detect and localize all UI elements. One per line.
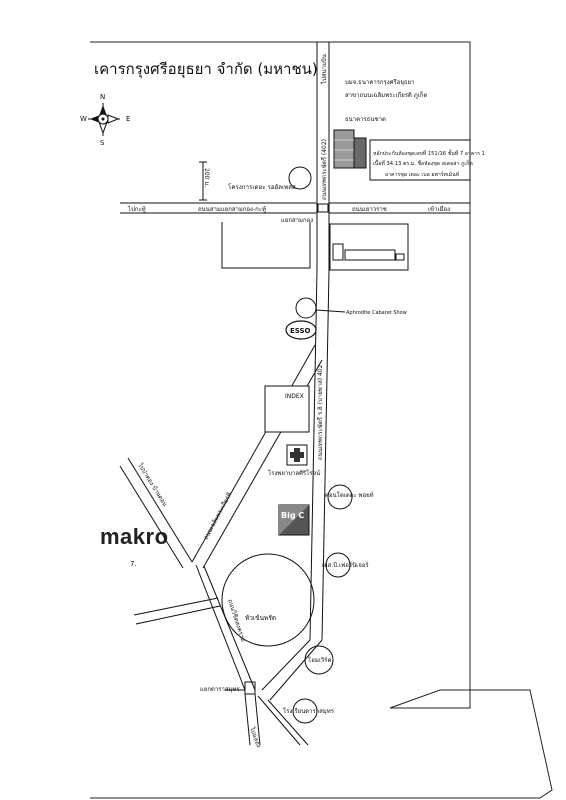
road-south-east [225, 689, 309, 746]
scale-label: 200 ม. [203, 168, 210, 187]
school-label: โรงเรียนดาราสมุทร [283, 707, 335, 715]
samkong-kathu-road [120, 202, 470, 214]
compass-w: W [80, 115, 87, 123]
esso-logo-icon [285, 320, 317, 340]
samkong-kathu-road-label: ถนนสามแยกสามกอง-กะทู้ [198, 206, 266, 213]
compass-icon [88, 103, 120, 136]
aphrodite-marker [295, 297, 317, 319]
highway-402-north-label: ถนนเทพกระษัตรี (402) [320, 139, 328, 200]
samkong-junction-label: แยกสามกอง [281, 217, 313, 224]
trade-project: โครงการเดอะ รอยัลเพลส [228, 183, 296, 191]
traffic-light-icon [317, 203, 329, 213]
highway-402 [261, 42, 330, 701]
kasikorn-bank: ธนาคารธนชาต [345, 116, 386, 123]
property-line1: หลักประกันห้องชุดเลขที่ 151/16 ชั้นที่ 7… [373, 149, 485, 157]
property-line3: อาคารชุด เดอะ เบล อพาร์ทเม้นท์ [385, 171, 460, 178]
school-marker [292, 698, 318, 724]
aes-furniture-marker [325, 552, 351, 578]
condo-pop-label: คอนโดเดอะ พอยท์ [325, 491, 374, 499]
aphrodite-label: Aphrodite Cabaret Show [346, 310, 407, 316]
chalermprakiat-road-label: ถนนเฉลิมพระเกียรติ [202, 491, 234, 541]
bank-building-icon [333, 129, 367, 169]
to-town-label: เข้าเมือง [428, 205, 450, 213]
home-pro-label: โฮมเวิร์ค [308, 656, 332, 664]
hospital-cross-icon [286, 444, 308, 466]
side-road-west [133, 597, 221, 625]
big-c-logo-icon [278, 504, 310, 536]
branch-line1: บมจ.ธนาคารกรุงศรีอยุธยา [345, 78, 414, 86]
home-pro-marker [304, 645, 334, 675]
royal-place-marker [288, 166, 312, 190]
compass-s: S [100, 139, 105, 147]
map-border [90, 41, 553, 799]
esso-label: ESSO [290, 327, 311, 335]
to-patong-road [119, 457, 193, 569]
property-box [369, 139, 471, 181]
number-7: 7. [130, 560, 137, 568]
property-line2: เนื้อที่ 34.13 ตร.ม. ชื่อห้องชุด สเตลล่า… [373, 159, 473, 167]
index-building [264, 385, 310, 433]
highway-402-south-label: ถนนเทพกระษัตรี ร.8 (บายพาส) 402 [316, 364, 324, 460]
compass-n: N [100, 93, 105, 101]
makro-logo: makro [100, 524, 169, 549]
index-label: INDEX [285, 393, 304, 400]
wichit-songkhram-label: ถนนวิชิตสงคราม [226, 598, 246, 642]
hospital-label: โรงพยาบาลศิริโรจน์ [268, 469, 320, 477]
scale-bar [199, 161, 207, 201]
compass-e: E [126, 115, 130, 123]
to-kathu-label: ไปกะทู้ [127, 205, 146, 213]
lake-label: หัวเข้นพรัด [245, 614, 276, 622]
samkong-block [221, 222, 311, 269]
big-c-label: Big C [281, 511, 304, 520]
samkong-market-label: แยกดาราสมุทร [200, 686, 240, 693]
wichit-songkhram-road [195, 564, 261, 746]
condo-pop-marker [327, 484, 353, 510]
page-title: เคารกรุงศรีอยุธยา จำกัด (มหาชน) [94, 60, 318, 78]
lake-area [221, 553, 315, 647]
market-building-icon [332, 243, 405, 261]
yaowarat-road-label: ถนนเยาวราช [352, 206, 387, 213]
to-airport-label: ไปสนามบิน [320, 54, 328, 85]
market-area [329, 223, 409, 271]
aes-furniture-label: เอส.บี.เฟอร์นิเจอร์ [322, 561, 369, 569]
to-chalong-label: ไปฉลอง [248, 725, 263, 749]
traffic-light-icon [244, 681, 256, 695]
to-patong-label: ไปป่าตอง บ้านดอน [136, 461, 169, 508]
branch-line2: สาขาถนนเฉลิมพระเกียรติ ภูเก็ต [345, 90, 427, 99]
